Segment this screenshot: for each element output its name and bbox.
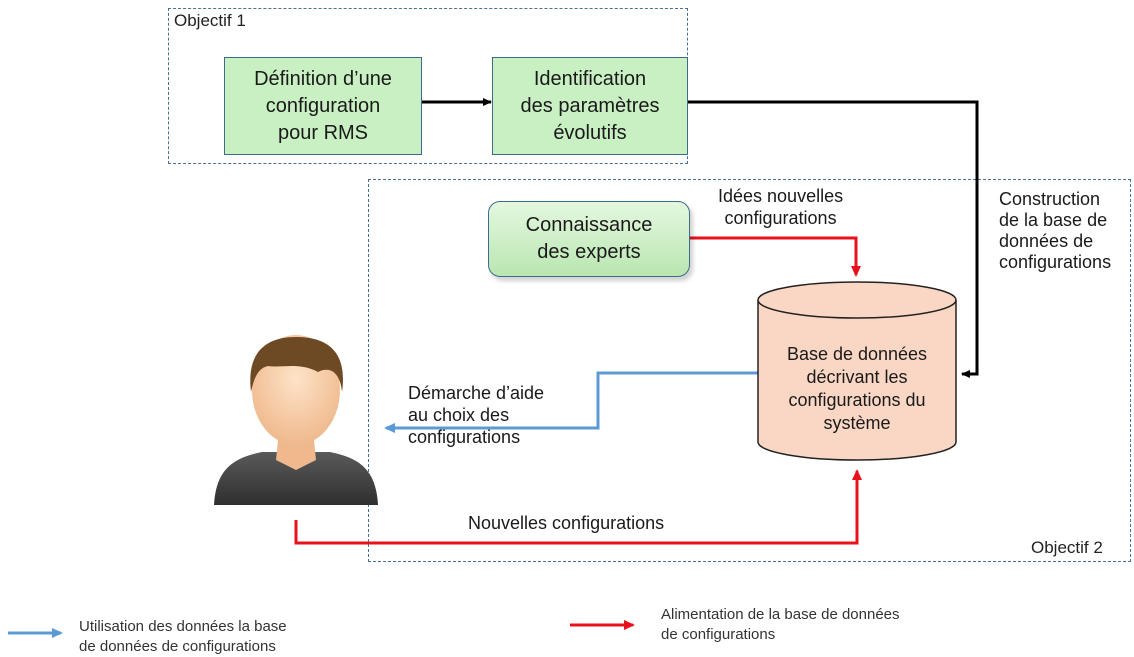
connaissance-experts-box: Connaissance des experts (488, 201, 690, 277)
database-cylinder (757, 281, 957, 461)
nouvelles-configurations-label: Nouvelles configurations (468, 513, 665, 533)
demarche-aide-label: Démarche d’aide au choix des configurati… (408, 383, 545, 447)
legend-blue-text: Utilisation des données la base de donné… (79, 618, 287, 655)
arrow-user-to-database (294, 469, 862, 545)
user-avatar-icon (214, 335, 378, 505)
arrow-experts-to-database (690, 236, 861, 277)
construction-base-label: Construction de la base de données de co… (999, 189, 1112, 272)
database-label: Base de données décrivant les configurat… (786, 344, 928, 433)
arrow-database-to-user (384, 371, 758, 433)
legend-red-text: Alimentation de la base de données de co… (661, 606, 900, 643)
objectif-2-region (368, 179, 1131, 562)
objectif-2-label: Objectif 2 (1031, 538, 1103, 557)
identification-parametres-box: Identification des paramètres évolutifs (492, 57, 688, 155)
definition-configuration-box: Définition d’une configuration pour RMS (224, 57, 422, 155)
arrow-identification-to-database (688, 100, 979, 378)
idees-nouvelles-label: Idées nouvelles configurations (718, 186, 844, 228)
objectif-1-label: Objectif 1 (174, 11, 246, 30)
